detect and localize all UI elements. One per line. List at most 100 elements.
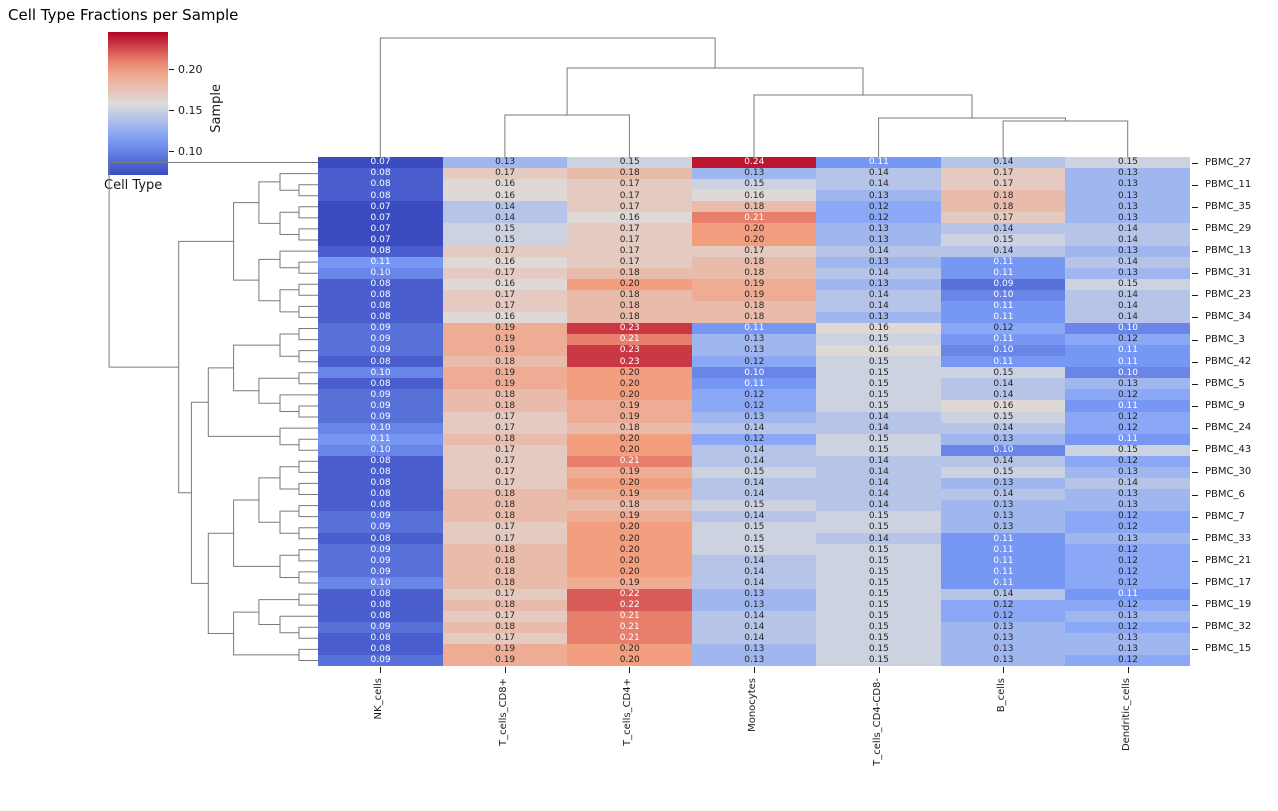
heatmap-cell: 0.18 <box>442 500 568 512</box>
heatmap-cell: 0.10 <box>318 444 444 457</box>
heatmap-cell: 0.12 <box>1065 511 1190 523</box>
heatmap-cell: 0.10 <box>318 422 444 435</box>
heatmap-cell: 0.14 <box>940 389 1066 402</box>
heatmap-cell: 0.15 <box>816 654 942 666</box>
heatmap-cell: 0.15 <box>816 378 942 390</box>
heatmap-cell: 0.14 <box>816 168 942 180</box>
row-tick-label: PBMC_7 <box>1205 510 1245 522</box>
heatmap-cell: 0.13 <box>816 190 942 202</box>
heatmap-cell: 0.20 <box>567 555 693 567</box>
heatmap-cell: 0.12 <box>1065 577 1190 590</box>
heatmap-cell: 0.21 <box>567 610 693 623</box>
row-tick-mark <box>1192 494 1198 496</box>
heatmap-cell: 0.20 <box>567 654 693 666</box>
heatmap-cell: 0.14 <box>940 488 1066 501</box>
heatmap-cell: 0.18 <box>567 311 693 324</box>
heatmap-cell: 0.15 <box>691 544 817 556</box>
heatmap-cell: 0.17 <box>442 610 568 623</box>
heatmap-cell: 0.17 <box>567 245 693 258</box>
heatmap-cell: 0.17 <box>442 411 568 424</box>
heatmap-cell: 0.09 <box>318 654 444 666</box>
row-tick-mark <box>1192 627 1198 629</box>
heatmap-cell: 0.17 <box>442 422 568 435</box>
heatmap-cell: 0.09 <box>318 555 444 567</box>
heatmap-cell: 0.08 <box>318 278 444 291</box>
heatmap-cell: 0.13 <box>691 654 817 666</box>
heatmap-cell: 0.19 <box>442 643 568 656</box>
heatmap-cell: 0.08 <box>318 500 444 512</box>
heatmap-cell: 0.18 <box>567 500 693 512</box>
heatmap-cell: 0.11 <box>318 433 444 446</box>
heatmap-cell: 0.15 <box>442 223 568 236</box>
heatmap-cell: 0.09 <box>318 334 444 346</box>
heatmap-cell: 0.15 <box>940 234 1066 247</box>
heatmap-cell: 0.13 <box>940 500 1066 512</box>
heatmap-cell: 0.13 <box>1065 488 1190 501</box>
heatmap-cell: 0.15 <box>816 522 942 534</box>
heatmap-cell: 0.15 <box>816 588 942 601</box>
heatmap-cell: 0.12 <box>691 356 817 368</box>
row-tick-mark <box>1192 295 1198 297</box>
column-tick-mark <box>754 667 755 673</box>
heatmap-cell: 0.13 <box>940 511 1066 523</box>
heatmap-cell: 0.14 <box>816 466 942 479</box>
heatmap-cell: 0.21 <box>567 632 693 645</box>
row-tick-mark <box>1192 428 1198 430</box>
heatmap-cell: 0.12 <box>691 389 817 402</box>
row-tick-label: PBMC_33 <box>1205 532 1252 544</box>
heatmap-cell: 0.17 <box>442 632 568 645</box>
row-tick-label: PBMC_43 <box>1205 444 1252 456</box>
heatmap-cell: 0.09 <box>318 621 444 634</box>
heatmap-cell: 0.20 <box>567 378 693 390</box>
heatmap-cell: 0.15 <box>816 566 942 579</box>
heatmap-cell: 0.12 <box>1065 334 1190 346</box>
row-tick-label: PBMC_32 <box>1205 621 1252 633</box>
heatmap-cell: 0.14 <box>1065 311 1190 324</box>
heatmap-cell: 0.20 <box>567 643 693 656</box>
heatmap-cell: 0.18 <box>691 201 817 213</box>
heatmap-cell: 0.09 <box>318 389 444 402</box>
heatmap-cell: 0.14 <box>816 411 942 424</box>
colorbar-tick-label: 0.15 <box>178 103 203 117</box>
heatmap-cell: 0.18 <box>567 267 693 280</box>
heatmap-cell: 0.15 <box>1065 278 1190 291</box>
heatmap-cell: 0.14 <box>1065 289 1190 302</box>
heatmap-cell: 0.11 <box>1065 400 1190 413</box>
row-tick-label: PBMC_35 <box>1205 200 1252 212</box>
row-tick-mark <box>1192 228 1198 230</box>
heatmap-cell: 0.18 <box>567 168 693 180</box>
heatmap-cell: 0.12 <box>1065 389 1190 402</box>
heatmap-cell: 0.13 <box>940 522 1066 534</box>
heatmap-cell: 0.18 <box>442 599 568 612</box>
heatmap-cell: 0.15 <box>816 610 942 623</box>
heatmap-cell: 0.13 <box>691 345 817 357</box>
heatmap-cell: 0.13 <box>940 632 1066 645</box>
heatmap-cell: 0.18 <box>442 555 568 567</box>
row-tick-label: PBMC_42 <box>1205 355 1252 367</box>
heatmap-cell: 0.07 <box>318 201 444 213</box>
heatmap-cell: 0.17 <box>442 245 568 258</box>
heatmap-cell: 0.15 <box>567 157 693 169</box>
column-tick-label: Dendritic_cells <box>1120 678 1132 752</box>
row-tick-label: PBMC_23 <box>1205 289 1252 301</box>
heatmap-cell: 0.14 <box>940 378 1066 390</box>
heatmap-cell: 0.17 <box>567 179 693 191</box>
heatmap-cell: 0.13 <box>691 643 817 656</box>
heatmap-cell: 0.10 <box>940 444 1066 457</box>
heatmap-cell: 0.14 <box>442 212 568 224</box>
heatmap-cell: 0.14 <box>442 201 568 213</box>
row-tick-mark <box>1192 162 1198 164</box>
heatmap-cell: 0.15 <box>940 367 1066 379</box>
heatmap-cell: 0.14 <box>816 488 942 501</box>
heatmap-cell: 0.20 <box>567 477 693 490</box>
column-tick-mark <box>380 667 382 673</box>
heatmap-cell: 0.12 <box>1065 654 1190 666</box>
heatmap-cell: 0.13 <box>1065 267 1190 280</box>
heatmap-cell: 0.14 <box>1065 223 1190 236</box>
heatmap-cell: 0.15 <box>1065 444 1190 457</box>
heatmap-cell: 0.16 <box>442 190 568 202</box>
heatmap-cell: 0.17 <box>940 168 1066 180</box>
column-dendrogram <box>379 37 1129 157</box>
heatmap-cell: 0.18 <box>691 267 817 280</box>
heatmap-cell: 0.12 <box>1065 599 1190 612</box>
